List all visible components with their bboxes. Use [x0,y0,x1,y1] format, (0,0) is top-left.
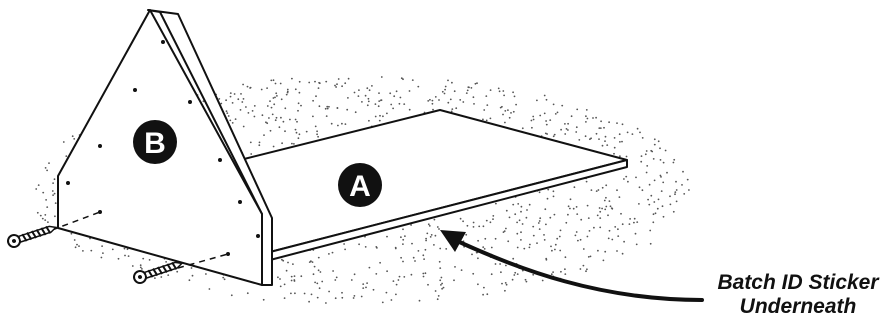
part-badge-b: B [133,120,177,164]
callout-line-1: Batch ID Sticker [717,271,880,294]
part-label-a: A [349,170,371,203]
callout-line-2: Underneath [740,295,857,318]
screw-icon [7,225,58,248]
shelf-panel-a [239,109,628,261]
curved-arrow-icon [440,230,704,302]
screw-guide-lines [51,211,229,269]
part-badge-a: A [338,163,382,207]
screw-icon [133,261,184,284]
part-label-b: B [144,127,166,160]
